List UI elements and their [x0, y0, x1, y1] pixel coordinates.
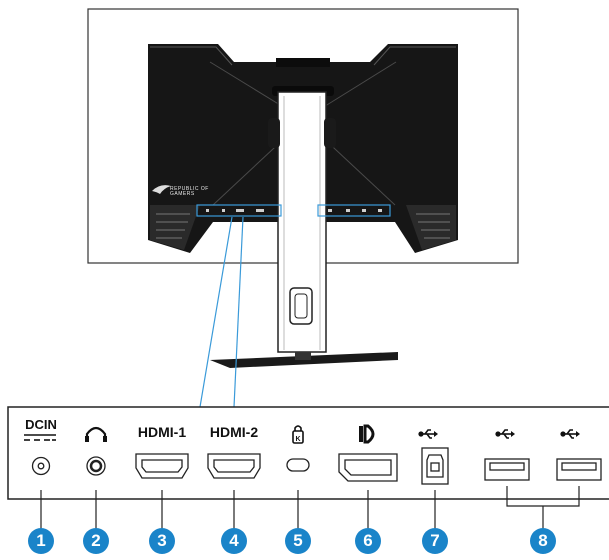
headphone-icon [85, 426, 107, 442]
rog-logo-text: REPUBLIC OF GAMERS [170, 187, 209, 197]
badge-3: 3 [149, 528, 175, 554]
left-vent [150, 205, 200, 250]
dc-jack-port [31, 456, 51, 476]
port-panel-outline [7, 406, 609, 500]
right-vent [406, 205, 456, 250]
usb-symbol-icons [418, 429, 580, 439]
kensington-slot [286, 458, 310, 472]
leader-lines [40, 486, 580, 530]
badge-7: 7 [422, 528, 448, 554]
port-area-highlight-left [196, 204, 282, 217]
port-area-highlight-right [317, 204, 391, 217]
displayport-icon [359, 424, 375, 444]
cable-clip [289, 287, 313, 325]
usb-b-port [421, 447, 449, 485]
logo-line-2: GAMERS [170, 191, 195, 197]
port-label-hdmi-1: HDMI-1 [137, 424, 187, 440]
badge-1: 1 [28, 528, 54, 554]
callout-lines [199, 216, 244, 408]
rog-eye-logo-icon [152, 185, 171, 194]
dc-symbol-icon [24, 434, 56, 441]
monitor-rear-view [87, 8, 519, 368]
badge-2: 2 [83, 528, 109, 554]
badge-5: 5 [285, 528, 311, 554]
badge-6: 6 [355, 528, 381, 554]
badge-4: 4 [221, 528, 247, 554]
svg-text:K: K [295, 436, 300, 443]
displayport-port [338, 453, 398, 482]
kensington-lock-icon: K [292, 425, 304, 444]
headphone-jack-port [86, 456, 106, 476]
hdmi-2-port [207, 453, 261, 479]
usb-a-port-1 [484, 458, 530, 481]
port-label-hdmi-2: HDMI-2 [209, 424, 259, 440]
hdmi-1-port [135, 453, 189, 479]
logo-line-1: REPUBLIC OF [170, 186, 209, 192]
badge-8: 8 [530, 528, 556, 554]
usb-a-port-2 [556, 458, 602, 481]
top-handle [276, 58, 330, 67]
port-label-dcin: DCIN [25, 417, 57, 432]
